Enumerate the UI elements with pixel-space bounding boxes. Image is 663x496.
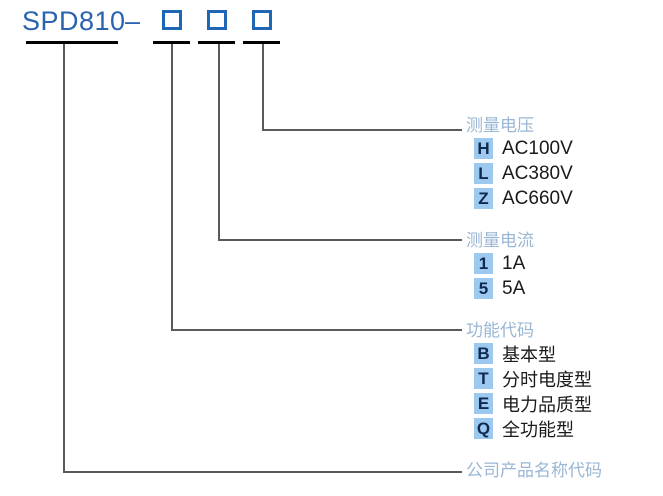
leader-line-voltage	[262, 42, 462, 131]
group-company: 公司产品名称代码	[466, 461, 602, 481]
tick-bar-current	[198, 41, 235, 44]
option-label: 全功能型	[502, 419, 574, 441]
leader-line-current	[218, 42, 462, 241]
option-label: AC660V	[502, 187, 573, 209]
option-label: 1A	[502, 252, 526, 274]
group-title-voltage: 测量电压	[466, 116, 534, 136]
group-title-function: 功能代码	[466, 321, 534, 341]
group-title-current: 测量电流	[466, 231, 534, 251]
option-label: AC380V	[502, 162, 573, 184]
model-separator: –	[125, 6, 141, 36]
option-label: 分时电度型	[502, 369, 592, 391]
tick-bar-function	[153, 41, 190, 44]
group-voltage: 测量电压 H AC100V L AC380V Z AC660V	[466, 116, 573, 211]
option-code-badge: Q	[474, 418, 493, 439]
option-code-badge: L	[474, 163, 493, 184]
group-title-company: 公司产品名称代码	[466, 461, 602, 481]
code-placeholder-current[interactable]	[207, 10, 227, 30]
option-code-badge: Z	[474, 188, 493, 209]
option-code-badge: T	[474, 368, 493, 389]
model-name: SPD810	[22, 6, 126, 36]
option-code-badge: H	[474, 138, 493, 159]
option-code-badge: B	[474, 343, 493, 364]
option-code-badge: 1	[474, 253, 493, 274]
tick-bar-voltage	[243, 41, 280, 44]
option-label: 电力品质型	[502, 394, 592, 416]
option-row: E 电力品质型	[466, 391, 592, 416]
group-current: 测量电流 1 1A 5 5A	[466, 231, 534, 301]
option-row: T 分时电度型	[466, 366, 592, 391]
option-row: L AC380V	[466, 161, 573, 186]
option-code-badge: 5	[474, 278, 493, 299]
option-row: B 基本型	[466, 341, 592, 366]
option-code-badge: E	[474, 393, 493, 414]
option-label: 5A	[502, 277, 526, 299]
model-code-header: SPD810 –	[0, 0, 663, 52]
code-placeholder-function[interactable]	[162, 10, 182, 30]
option-row: 5 5A	[466, 276, 534, 301]
code-placeholder-voltage[interactable]	[252, 10, 272, 30]
option-label: AC100V	[502, 137, 573, 159]
option-row: Z AC660V	[466, 186, 573, 211]
tick-bar-model	[26, 41, 118, 44]
group-function: 功能代码 B 基本型 T 分时电度型 E 电力品质型 Q 全功能型	[466, 321, 592, 441]
leader-line-company	[63, 42, 462, 473]
option-label: 基本型	[502, 344, 556, 366]
option-row: H AC100V	[466, 136, 573, 161]
option-row: Q 全功能型	[466, 416, 592, 441]
leader-line-function	[171, 42, 462, 331]
option-row: 1 1A	[466, 251, 534, 276]
